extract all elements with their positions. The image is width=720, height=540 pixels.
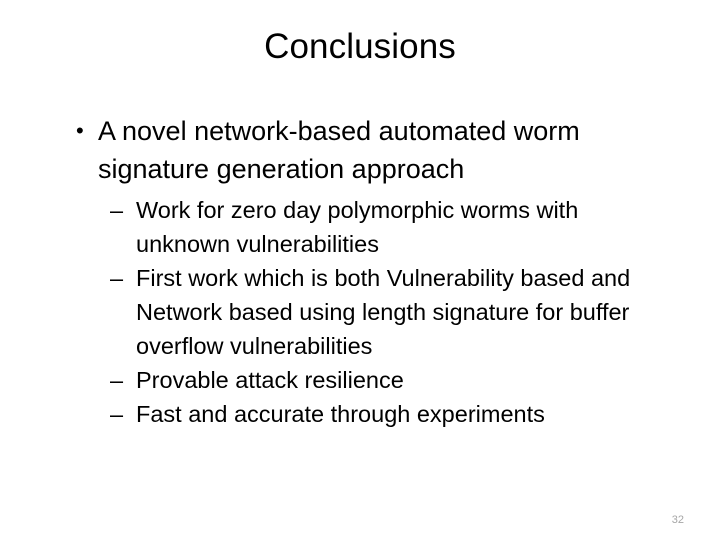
bullet-item-level1: • A novel network-based automated worm s… — [66, 112, 702, 188]
dash-icon: – — [110, 367, 124, 393]
bullet-item-level2: – Fast and accurate through experiments — [66, 397, 702, 431]
dash-icon: – — [110, 401, 124, 427]
bullet-item-level2-label: Provable attack resilience — [136, 367, 404, 393]
bullet-item-level2-label: First work which is both Vulnerability b… — [136, 265, 631, 359]
dash-icon: – — [110, 197, 124, 223]
bullet-item-level2: – Work for zero day polymorphic worms wi… — [66, 193, 702, 261]
bullet-item-level1-label: A novel network-based automated worm sig… — [98, 116, 580, 184]
bullet-item-level2: – Provable attack resilience — [66, 363, 702, 397]
bullet-item-level2-label: Work for zero day polymorphic worms with… — [136, 197, 579, 257]
bullet-dot-icon: • — [76, 118, 84, 143]
bullet-item-level2: – First work which is both Vulnerability… — [66, 261, 702, 363]
slide-content-body: • A novel network-based automated worm s… — [66, 112, 702, 431]
dash-icon: – — [110, 265, 124, 291]
page-title: Conclusions — [264, 27, 456, 66]
slide-number: 32 — [671, 514, 684, 526]
bullet-item-level2-label: Fast and accurate through experiments — [136, 401, 545, 427]
sub-bullet-list: – Work for zero day polymorphic worms wi… — [66, 193, 702, 431]
